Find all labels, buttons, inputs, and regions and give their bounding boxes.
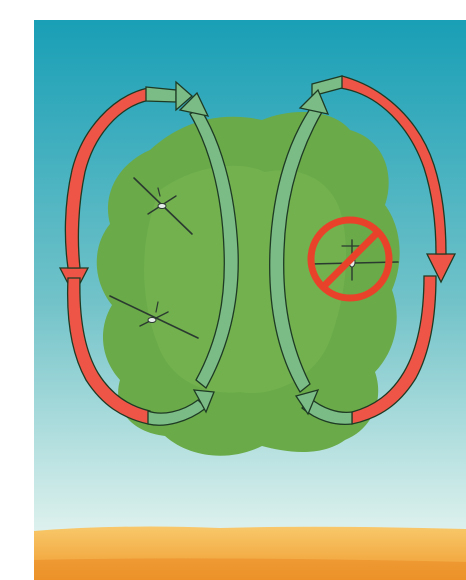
- ground-shadow: [34, 558, 466, 580]
- left-top-connector: [146, 87, 176, 102]
